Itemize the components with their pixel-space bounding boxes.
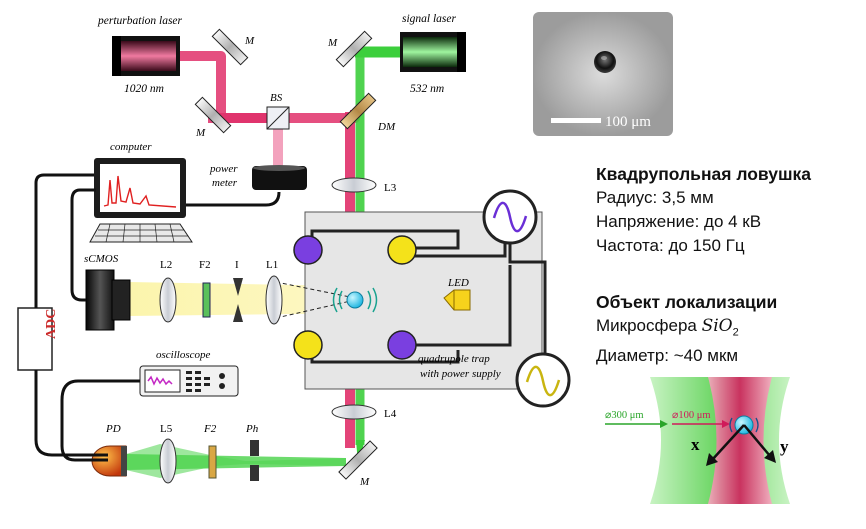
bs-label: BS [270,92,283,104]
trap-radius: Радиус: 3,5 мм [596,188,714,207]
pinhole: Ph [245,423,259,481]
particle-formula: SiO [701,316,733,336]
lens-l2: L2 [159,259,177,323]
perturbation-wavelength: 1020 nm [124,83,164,95]
cables [34,173,281,462]
photodiode: PD [91,423,127,477]
microsphere-photo: 100 μm [533,12,673,136]
scmos-camera: sCMOS [84,253,131,331]
dm-label: DM [377,121,396,133]
mirror-label: M [244,35,255,47]
axis-x-label: x [691,435,700,454]
mirror-top-left: M [211,28,255,66]
led-source: LED [443,277,471,311]
particle-prefix: Микросфера [596,316,702,335]
object-info: Объект локализации Микросфера SiO2 Диаме… [596,290,777,368]
filter-f2-detection: F2 [203,423,217,479]
electrode-yellow-top [387,235,417,265]
trap-label-line1: quadrupole trap [418,353,490,365]
signal-laser-label: signal laser [402,13,457,25]
computer: computer [89,141,193,243]
beam-inset: ⌀300 μm ⌀100 μm x y [605,377,790,504]
l3-label: L3 [384,182,397,194]
mirror-label: M [195,127,206,139]
lens-l4: L4 [331,404,397,420]
electrode-purple-bottom [387,330,417,360]
particle-formula-sub: 2 [732,326,739,339]
filter-f2-imaging: F2 [199,259,211,318]
trap-info-title: Квадрупольная ловушка [596,164,812,184]
beam-narrow-label: ⌀100 μm [672,410,711,421]
mirror-bottom: M [338,440,378,488]
scale-bar [551,118,601,123]
particle-diameter: Диаметр: ~40 мкм [596,346,739,366]
perturbation-laser: perturbation laser 1020 nm [97,15,183,95]
l1-label: L1 [266,259,278,271]
ph-label: Ph [245,423,259,435]
oscilloscope-label: oscilloscope [156,349,210,361]
l5-label: L5 [160,423,173,435]
trap-label-line2: with power supply [420,368,501,380]
trap-info: Квадрупольная ловушка Радиус: 3,5 мм Нап… [596,162,811,258]
lens-l5: L5 [159,423,177,484]
signal-wavelength: 532 nm [410,83,444,95]
pd-label: PD [105,423,121,435]
oscilloscope: oscilloscope [139,349,239,397]
mirror-label: M [327,37,338,49]
mirror-label: M [359,476,370,488]
electrode-purple-top [293,235,323,265]
l2-label: L2 [160,259,172,271]
particle-type: Микросфера SiO2 [596,314,777,344]
led-label: LED [447,277,469,289]
mirror-mid-left: M [194,96,232,139]
object-info-title: Объект локализации [596,292,778,312]
scale-bar-label: 100 μm [605,114,651,130]
beam-wide-label: ⌀300 μm [605,410,644,421]
power-meter: power meter [209,163,307,190]
trap-frequency: Частота: до 150 Гц [596,236,745,255]
trapped-particle [332,287,378,313]
lens-l1: L1 [265,259,283,325]
beam-splitter: BS [266,92,290,130]
f2-label-detection: F2 [203,423,217,435]
power-meter-label-line2: meter [212,177,238,189]
axis-y-label: y [780,437,789,456]
quadrupole-trap: quadrupole trap with power supply [293,189,571,408]
trap-voltage: Напряжение: до 4 кВ [596,212,762,231]
l4-label: L4 [384,408,397,420]
perturbation-laser-label: perturbation laser [97,15,183,27]
f2-label: F2 [199,259,211,271]
iris-label: I [235,259,239,271]
computer-label: computer [110,141,152,153]
signal-laser: signal laser 532 nm [400,13,466,95]
dichroic-mirror: DM [339,92,396,133]
electrode-yellow-bottom [293,330,323,360]
power-meter-label-line1: power [209,163,238,175]
lens-l3: L3 [331,177,397,194]
adc-box: ADC [17,307,59,371]
iris: I [233,259,243,322]
mirror-top-right: M [327,30,373,68]
scmos-label: sCMOS [84,253,119,265]
adc-label: ADC [44,309,59,339]
